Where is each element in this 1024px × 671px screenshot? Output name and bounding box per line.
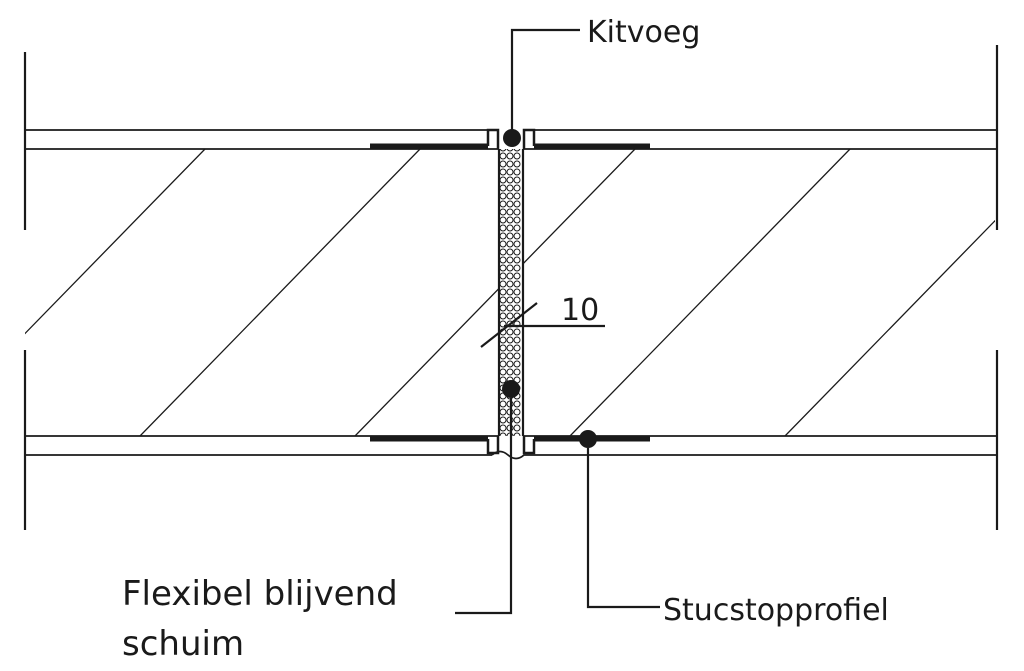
label-plaster-stop-profile: Stucstopprofiel	[663, 593, 889, 628]
sealant-beads	[502, 129, 597, 448]
leader-flexible-foam	[455, 398, 513, 615]
label-sealant-joint: Kitvoeg	[587, 15, 700, 50]
foam-pointer-dot	[502, 380, 520, 398]
sealant-bead-top	[503, 129, 521, 147]
plaster-layer-bottom	[25, 435, 997, 456]
profile-pointer-dot	[579, 430, 597, 448]
plaster-stop-profile-top	[370, 128, 650, 149]
wall-hatching-left	[25, 149, 499, 436]
label-flexible-foam-line2: schuim	[122, 624, 244, 664]
leader-plaster-stop-profile	[586, 448, 660, 609]
dimension-marker	[480, 302, 605, 348]
label-flexible-foam-line1: Flexibel blijvend	[122, 574, 398, 614]
break-lines	[23, 45, 999, 530]
leader-sealant-joint	[510, 28, 580, 130]
wall-hatching-right	[523, 149, 995, 436]
dimension-label: 10	[561, 293, 599, 328]
